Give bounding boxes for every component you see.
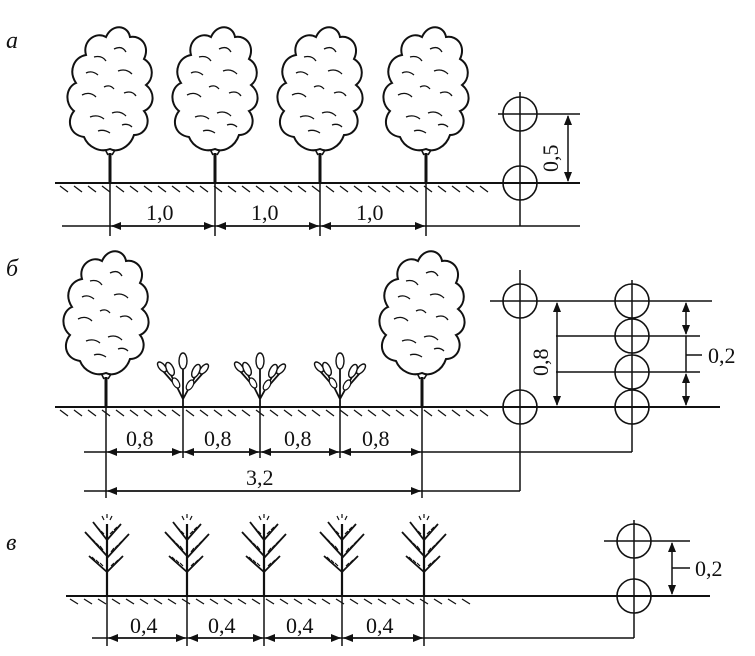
panel-c-label: в [6, 530, 16, 556]
soil-hatching [70, 599, 470, 604]
spacing-label: 0,4 [366, 613, 394, 638]
spacing-label: 1,0 [146, 200, 174, 225]
conifer-icon [320, 514, 364, 596]
total-spacing-label: 3,2 [246, 465, 274, 490]
spacing-label: 0,8 [284, 426, 312, 451]
side-spacing-label: 0,2 [695, 556, 723, 581]
shrub-icon [233, 353, 287, 407]
shrub-icon [313, 353, 367, 407]
conifer-icon [165, 514, 209, 596]
soil-hatching [60, 410, 488, 416]
panel-a: а 1,0 1,0 1,0 0,5 [6, 27, 580, 236]
spacing-label: 0,4 [130, 613, 158, 638]
spacing-label: 1,0 [356, 200, 384, 225]
panel-c: в 0,4 0,4 0,4 0,4 0,2 [6, 514, 723, 646]
vertical-spacing-label: 0,8 [528, 349, 553, 377]
spacing-label: 0,4 [208, 613, 236, 638]
panel-a-label: а [6, 28, 18, 54]
spacing-label: 0,8 [204, 426, 232, 451]
conifer-icon [242, 514, 286, 596]
side-spacing-label: 0,2 [708, 343, 736, 368]
shrub-icon [156, 353, 210, 407]
spacing-label: 0,4 [286, 613, 314, 638]
scheme-lines [490, 270, 712, 491]
tree-icon [383, 27, 468, 183]
soil-hatching [60, 186, 488, 192]
panel-b: б 0,8 0,8 0,8 0,8 3,2 0,8 [6, 251, 736, 498]
conifer-icon [402, 514, 446, 596]
spacing-label: 0,8 [362, 426, 390, 451]
tree-icon [379, 251, 464, 407]
vertical-spacing-label: 0,5 [538, 145, 563, 173]
tree-icon [63, 251, 148, 407]
panel-b-label: б [6, 256, 19, 282]
tree-icon [277, 27, 362, 183]
tree-icon [172, 27, 257, 183]
spacing-label: 0,8 [126, 426, 154, 451]
tree-icon [67, 27, 152, 183]
spacing-label: 1,0 [251, 200, 279, 225]
conifer-icon [85, 514, 129, 596]
